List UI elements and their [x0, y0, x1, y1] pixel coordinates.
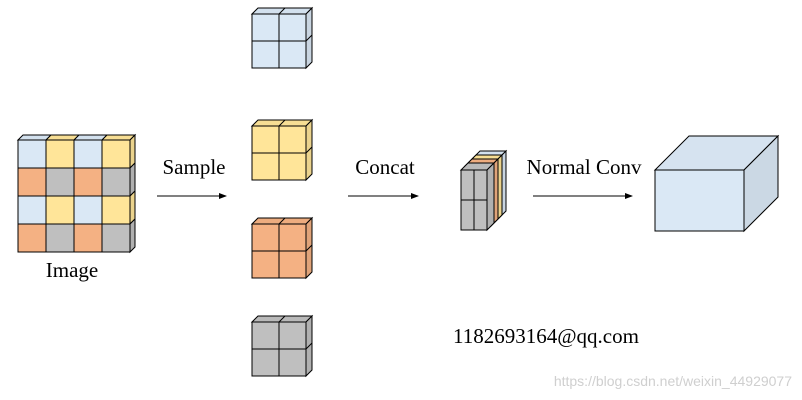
sampled-block-yellow-cell: [251, 152, 280, 181]
sampled-block-orange-cell: [251, 223, 280, 252]
image-pixel: [45, 223, 75, 253]
sampled-block-blue-cell: [278, 40, 307, 69]
sampled-block-gray-top-divider: [278, 315, 286, 323]
concat-stack: [459, 149, 508, 232]
sampled-block-yellow-cell: [278, 152, 307, 181]
sampled-block-blue: [250, 6, 314, 70]
sampled-block-blue-cell: [251, 40, 280, 69]
watermark-text: https://blog.csdn.net/weixin_44929077: [554, 373, 792, 389]
normal-conv-label: Normal Conv: [527, 155, 642, 179]
image-pixel: [73, 167, 103, 197]
sampled-block-orange: [250, 216, 314, 280]
sampled-block-gray-cell: [278, 348, 307, 377]
sampled-block-orange-cell: [278, 223, 307, 252]
sampled-block-orange-side-divider: [305, 244, 313, 252]
image-label: Image: [46, 258, 98, 282]
image-pixel: [73, 195, 103, 225]
image-pixel: [45, 195, 75, 225]
sampled-block-blue-cell: [251, 13, 280, 42]
stack-slice-side: [486, 161, 495, 232]
sample-label: Sample: [163, 155, 226, 179]
sampled-block-yellow-side-divider: [305, 146, 313, 154]
stack-slice-gray: [459, 161, 496, 232]
sampled-block-gray-cell: [251, 321, 280, 350]
sampled-block-blue-side-divider: [305, 34, 313, 42]
sampled-block-yellow-cell: [278, 125, 307, 154]
sampled-block-yellow: [250, 118, 314, 182]
image-pixel: [17, 195, 47, 225]
input-image-grid: [16, 133, 137, 254]
image-pixel: [101, 167, 131, 197]
sampled-block-gray-cell: [251, 348, 280, 377]
sampled-block-orange-cell: [251, 250, 280, 279]
image-pixel: [73, 139, 103, 169]
sampled-block-blue-top-divider: [278, 7, 286, 15]
sampled-block-gray-side-divider: [305, 342, 313, 350]
sampled-block-gray-cell: [278, 321, 307, 350]
sampled-block-yellow-cell: [251, 125, 280, 154]
out-cube-front: [654, 169, 745, 232]
image-pixel: [17, 139, 47, 169]
sampled-block-yellow-top-divider: [278, 119, 286, 127]
sampled-block-orange-cell: [278, 250, 307, 279]
image-pixel: [101, 139, 131, 169]
sampled-block-gray: [250, 314, 314, 378]
image-pixel: [45, 167, 75, 197]
image-side-face: [129, 217, 136, 254]
output-feature-cube: [653, 134, 780, 233]
image-pixel: [45, 139, 75, 169]
sampled-block-orange-top-divider: [278, 217, 286, 225]
sampled-block-blue-cell: [278, 13, 307, 42]
concat-label: Concat: [355, 155, 415, 179]
image-pixel: [101, 195, 131, 225]
email-text: 1182693164@qq.com: [453, 324, 639, 348]
sampled-blocks: [250, 6, 314, 378]
image-pixel: [17, 223, 47, 253]
image-pixel: [101, 223, 131, 253]
image-pixel: [73, 223, 103, 253]
image-pixel: [17, 167, 47, 197]
